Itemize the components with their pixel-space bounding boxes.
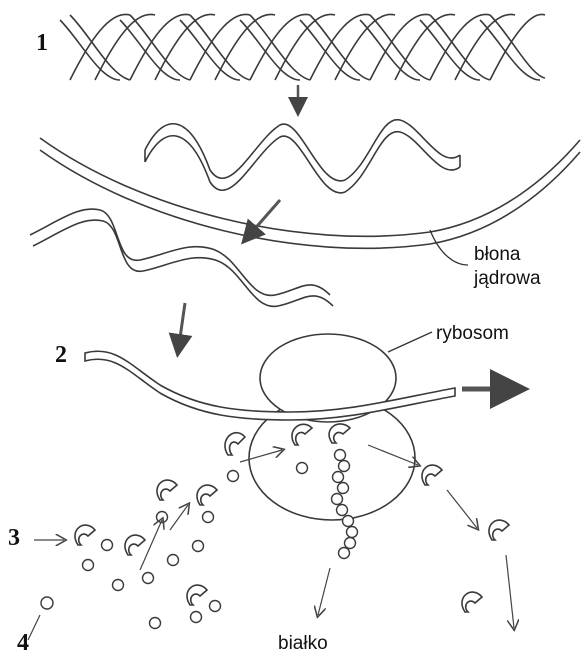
- mrna-in-nucleus: [145, 120, 460, 193]
- nuclear-membrane: [40, 138, 580, 248]
- label-membrane-line1: błona: [474, 244, 521, 266]
- mrna-cytoplasm: [30, 209, 333, 306]
- label-protein: białko: [278, 633, 328, 655]
- dna-double-helix: [60, 14, 545, 80]
- pointer-ribosome: [388, 332, 432, 352]
- free-amino-acids: [41, 512, 221, 629]
- number-4: 4: [17, 630, 29, 657]
- arrow-export: [245, 200, 280, 240]
- label-ribosome: rybosom: [436, 323, 509, 345]
- number-1: 1: [36, 30, 48, 57]
- label-membrane-line2: jądrowa: [474, 268, 541, 290]
- number-2: 2: [55, 342, 67, 369]
- number-3: 3: [8, 525, 20, 552]
- arrow-to-ribosome: [178, 303, 185, 352]
